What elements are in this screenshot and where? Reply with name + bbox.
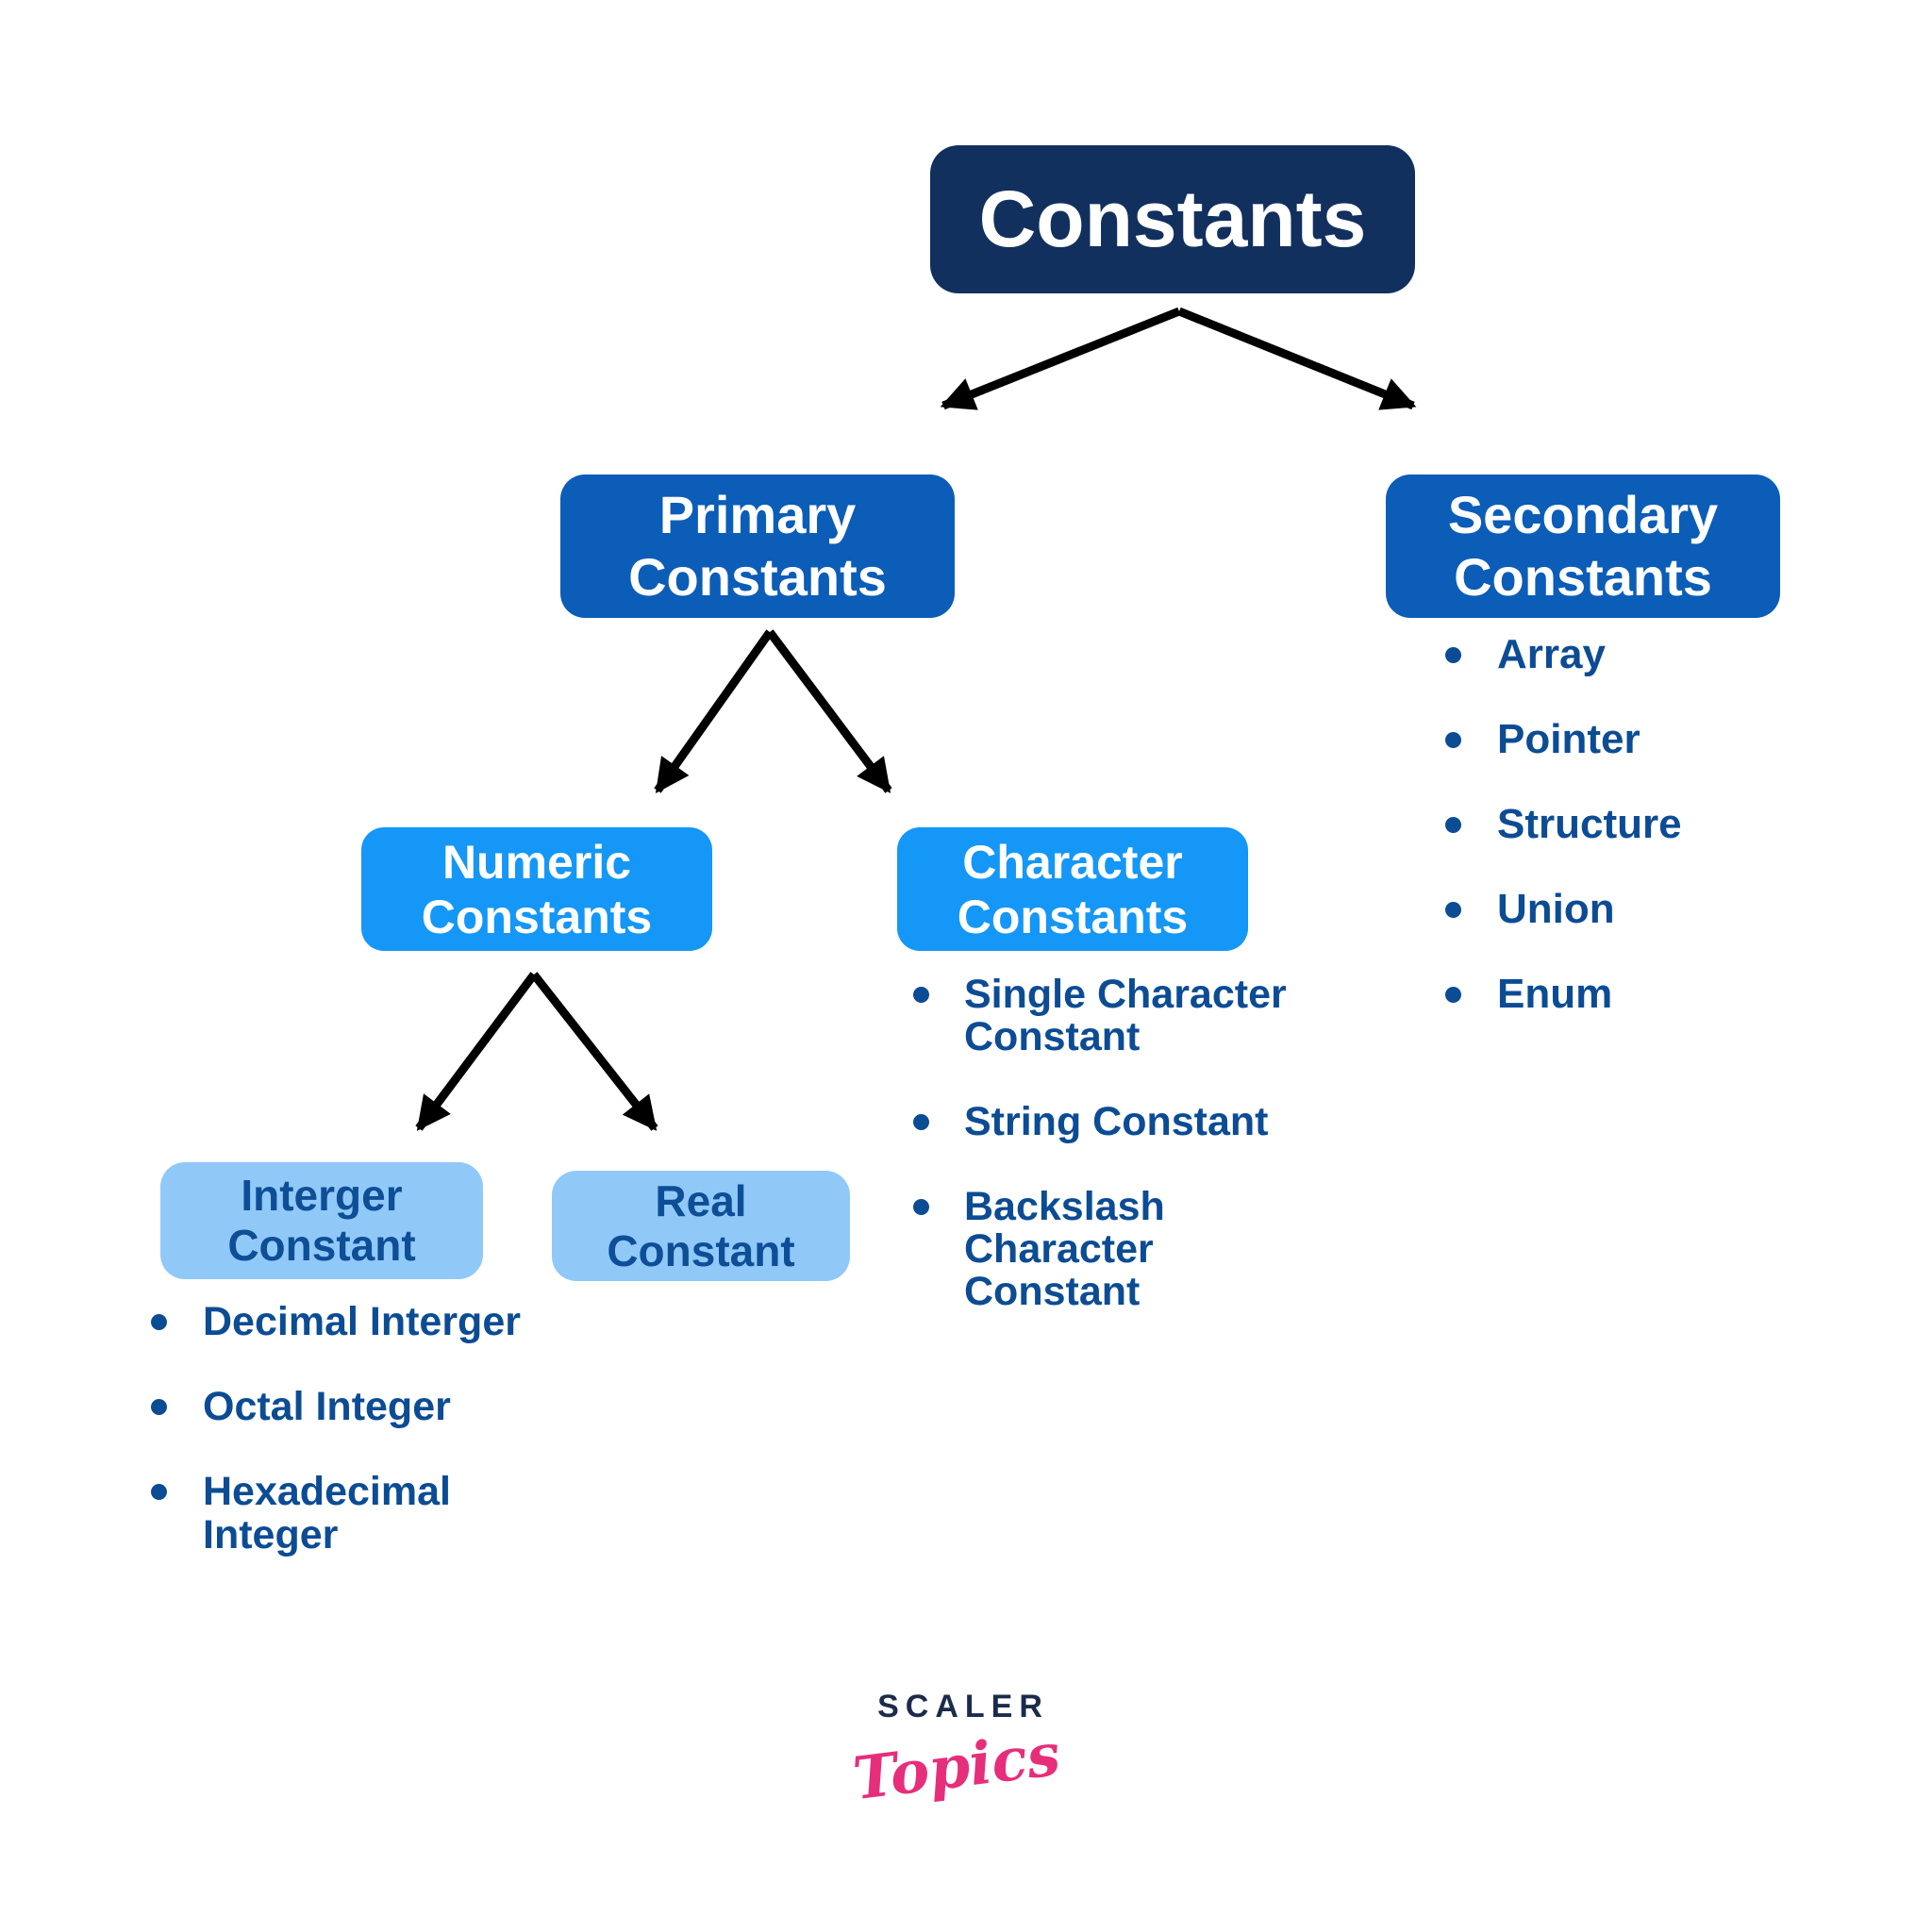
node-primary-line1: Primary <box>658 485 857 544</box>
bullet-icon <box>1445 647 1461 663</box>
arrow-constants-to-secondary <box>1177 307 1417 410</box>
node-character-line2: Constants <box>957 890 1189 943</box>
bullet-icon <box>151 1484 167 1500</box>
list-item: Enum <box>1445 974 1682 1015</box>
list-item-line: Hexadecimal <box>203 1469 451 1514</box>
list-item-label: Backslash Character Constant <box>964 1186 1165 1313</box>
bullet-icon <box>913 987 929 1003</box>
list-item: Array <box>1445 634 1682 675</box>
list-item: Union <box>1445 889 1682 930</box>
node-numeric-constants: Numeric Constants <box>361 827 712 951</box>
list-item-label: Pointer <box>1497 716 1641 762</box>
interger-constant-list: Decimal Interger Octal Integer Hexadecim… <box>151 1300 566 1598</box>
arrow-numeric-to-real <box>530 972 658 1131</box>
node-interger-line1: Interger <box>241 1171 403 1220</box>
node-constants-label: Constants <box>978 175 1367 263</box>
bullet-icon <box>913 1114 929 1130</box>
logo-sub-text: Topics <box>849 1719 1064 1814</box>
list-item: Structure <box>1445 804 1682 845</box>
list-item-label: Decimal Interger <box>203 1300 521 1343</box>
arrow-numeric-to-integer <box>415 972 538 1131</box>
list-item-label: Array <box>1497 631 1606 677</box>
list-item: Hexadecimal Integer <box>151 1470 566 1557</box>
bullet-icon <box>913 1199 929 1215</box>
list-item: Single Character Constant <box>913 974 1309 1058</box>
bullet-icon <box>1445 902 1461 918</box>
bullet-icon <box>151 1314 167 1330</box>
arrow-primary-to-character <box>766 629 892 793</box>
node-secondary-line1: Secondary <box>1447 485 1719 544</box>
list-item-line: Character <box>964 1226 1154 1272</box>
list-item: Pointer <box>1445 719 1682 760</box>
list-item-label: Single Character Constant <box>964 974 1287 1058</box>
bullet-icon <box>151 1399 167 1415</box>
list-item-label: Octal Integer <box>203 1385 451 1428</box>
node-constants: Constants <box>930 145 1415 293</box>
node-primary-constants: Primary Constants <box>560 475 955 618</box>
list-item: Backslash Character Constant <box>913 1186 1309 1313</box>
bullet-icon <box>1445 817 1461 833</box>
list-item-label: Union <box>1497 886 1615 932</box>
logo-brand-text: SCALER <box>877 1689 1049 1724</box>
node-interger-line2: Constant <box>227 1221 416 1270</box>
list-item-label: Structure <box>1497 801 1682 847</box>
list-item-line: Octal Integer <box>203 1384 451 1429</box>
list-item-line: String Constant <box>964 1099 1269 1144</box>
list-item-label: String Constant <box>964 1101 1268 1143</box>
list-item: Octal Integer <box>151 1385 566 1428</box>
node-real-line1: Real <box>655 1175 747 1225</box>
arrow-primary-to-numeric <box>654 629 774 793</box>
list-item-line: Constant <box>964 1014 1141 1059</box>
list-item-line: Decimal Interger <box>203 1299 521 1344</box>
node-numeric-line2: Constants <box>421 890 653 943</box>
list-item-label: Hexadecimal Integer <box>203 1470 451 1557</box>
node-numeric-line1: Numeric <box>441 835 632 889</box>
list-item-line: Integer <box>203 1512 339 1557</box>
node-interger-constant: Interger Constant <box>160 1162 483 1279</box>
node-secondary-line2: Constants <box>1454 547 1712 607</box>
node-character-constants: Character Constants <box>897 827 1248 951</box>
bullet-icon <box>1445 732 1461 748</box>
node-secondary-constants: Secondary Constants <box>1386 475 1780 618</box>
arrow-constants-to-primary <box>940 307 1181 410</box>
bullet-icon <box>1445 987 1461 1003</box>
list-item-line: Single Character <box>964 972 1287 1017</box>
list-item-label: Enum <box>1497 971 1613 1017</box>
list-item: Decimal Interger <box>151 1300 566 1343</box>
node-real-line2: Constant <box>607 1225 795 1275</box>
node-primary-line2: Constants <box>628 547 887 607</box>
secondary-constants-list: Array Pointer Structure Union Enum <box>1445 634 1682 1058</box>
list-item-line: Backslash <box>964 1184 1165 1229</box>
node-real-constant: Real Constant <box>552 1171 850 1281</box>
list-item: String Constant <box>913 1101 1309 1143</box>
node-character-line1: Character <box>962 835 1183 889</box>
list-item-line: Constant <box>964 1269 1141 1314</box>
character-constants-list: Single Character Constant String Constan… <box>913 974 1309 1356</box>
